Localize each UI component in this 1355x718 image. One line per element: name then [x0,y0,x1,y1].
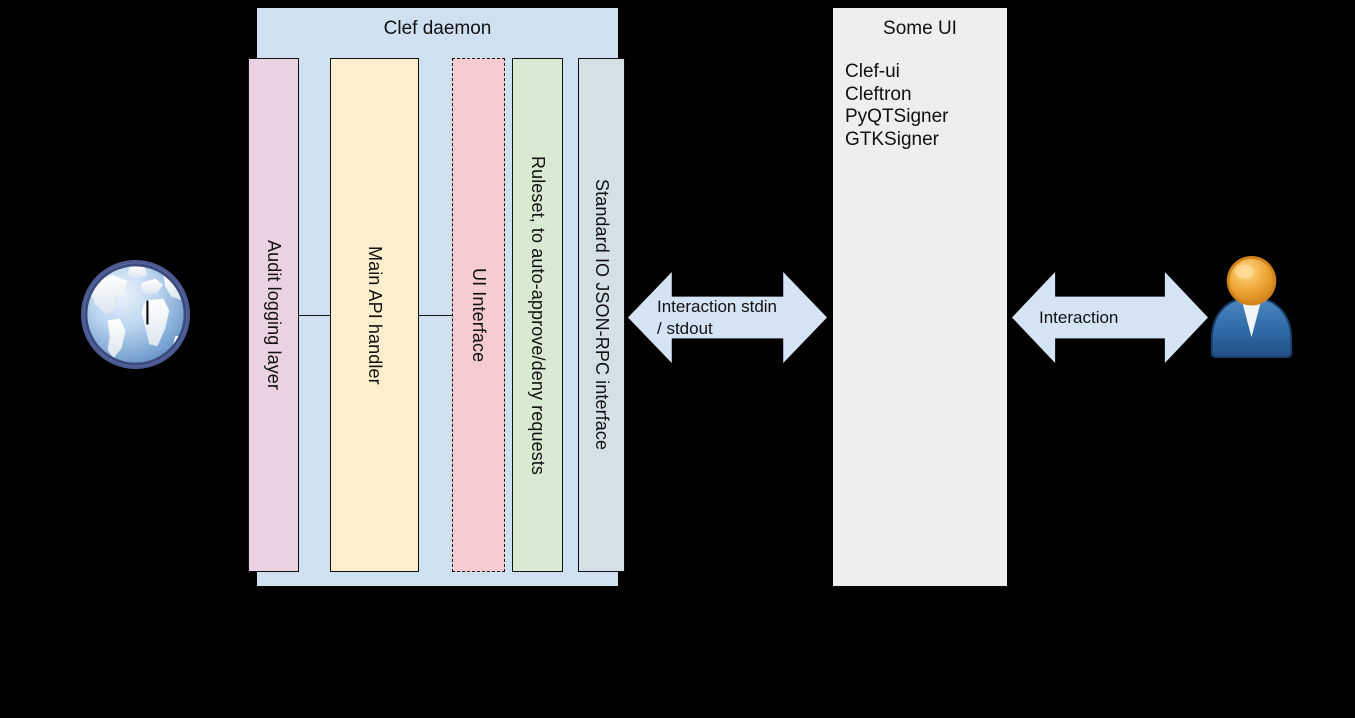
some-ui-list: Clef-ui Cleftron PyQTSigner GTKSigner [845,61,1005,151]
daemon-column-label: Main API handler [365,245,385,385]
daemon-column-standard-io-jsonrpc[interactable]: Standard IO JSON-RPC interface [578,58,625,572]
clef-daemon-container [257,8,618,586]
arrow-daemon-to-ui-label: Interaction stdin / stdout [657,297,778,338]
daemon-column-ruleset[interactable]: Ruleset, to auto-approve/deny requests [512,58,563,572]
user-icon [1210,256,1293,358]
some-ui-title: Some UI [883,18,957,39]
list-item: Clef-ui [845,61,900,82]
daemon-column-label: Audit logging layer [264,240,284,390]
daemon-column-label: UI Interface [469,267,489,363]
list-item: PyQTSigner [845,106,949,127]
arrow-ui-to-user-label: Interaction [1039,308,1119,327]
daemon-column-audit-logging-layer[interactable]: Audit logging layer [248,58,299,572]
globe-icon [80,259,191,370]
clef-daemon-title: Clef daemon [383,18,492,39]
daemon-column-main-api-handler[interactable]: Main API handler [330,58,419,572]
some-ui-container [833,8,1007,586]
daemon-column-label: Standard IO JSON-RPC interface [592,179,612,451]
list-item: GTKSigner [845,128,939,150]
list-item: Cleftron [845,83,912,105]
daemon-column-ui-interface[interactable]: UI Interface [452,58,505,572]
connector-mainapi-to-uiinterface [418,315,453,316]
daemon-column-label: Ruleset, to auto-approve/deny requests [528,155,548,475]
connector-audit-to-mainapi [298,315,331,316]
